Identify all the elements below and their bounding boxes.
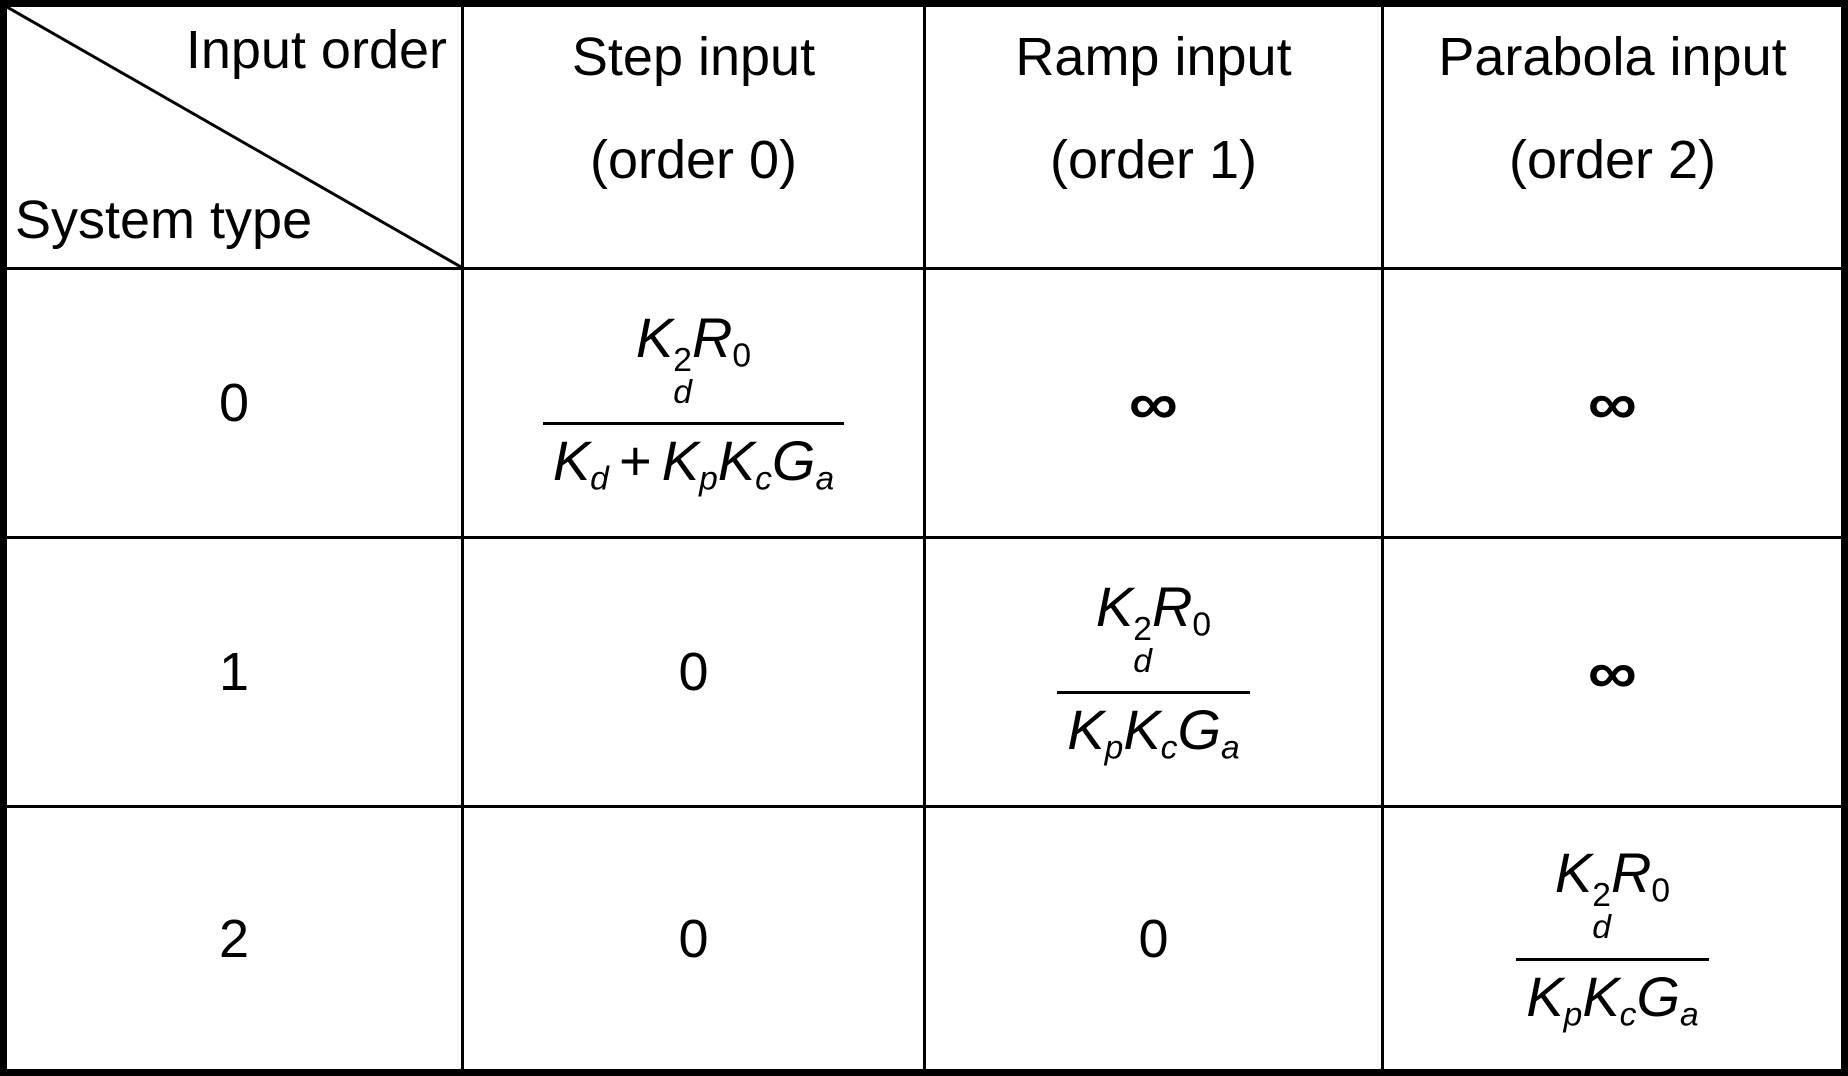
math-symbol: R0 bbox=[1151, 574, 1212, 643]
row-label-system-type-1: 1 bbox=[7, 539, 464, 808]
column-header-step-input: Step input (order 0) bbox=[464, 7, 926, 270]
column-subtitle: (order 0) bbox=[589, 129, 798, 190]
column-subtitle: (order 2) bbox=[1508, 129, 1717, 190]
fraction-denominator: Kd+KpKcGa bbox=[547, 433, 840, 496]
diagonal-divider-line bbox=[7, 7, 461, 267]
corner-header-cell: Input order System type bbox=[7, 7, 464, 270]
math-symbol: R0 bbox=[1610, 841, 1671, 910]
corner-bottom-label: System type bbox=[15, 190, 313, 250]
math-symbol: Kc bbox=[1123, 698, 1178, 767]
math-symbol: Kp bbox=[1526, 964, 1583, 1034]
fraction-denominator: KpKcGa bbox=[1061, 702, 1245, 765]
fraction-bar bbox=[1516, 957, 1709, 961]
row-label-system-type-0: 0 bbox=[7, 270, 464, 539]
math-symbol: Kc bbox=[717, 429, 772, 498]
cell-type2-step: 0 bbox=[464, 808, 926, 1069]
column-title: Step input bbox=[571, 27, 816, 87]
cell-type2-ramp: 0 bbox=[926, 808, 1384, 1069]
zero-value: 0 bbox=[678, 908, 709, 969]
infinity-value: ∞ bbox=[1128, 369, 1179, 437]
cell-type1-parabola: ∞ bbox=[1384, 539, 1841, 808]
infinity-value: ∞ bbox=[1587, 638, 1638, 706]
cell-type0-parabola: ∞ bbox=[1384, 270, 1841, 539]
column-title: Ramp input bbox=[1015, 27, 1292, 87]
column-header-ramp-input: Ramp input (order 1) bbox=[926, 7, 1384, 270]
math-symbol: Ga bbox=[1177, 698, 1240, 767]
math-symbol: Ga bbox=[771, 429, 835, 498]
cell-type1-step: 0 bbox=[464, 539, 926, 808]
math-symbol: Kc bbox=[1582, 964, 1637, 1034]
infinity-value: ∞ bbox=[1587, 369, 1638, 437]
column-subtitle: (order 1) bbox=[1049, 129, 1258, 190]
row-label-system-type-2: 2 bbox=[7, 808, 464, 1069]
cell-type0-ramp: ∞ bbox=[926, 270, 1384, 539]
fraction-bar bbox=[542, 422, 845, 426]
operator: + bbox=[618, 429, 652, 493]
math-symbol: Kd bbox=[552, 429, 609, 498]
math-symbol: R0 bbox=[691, 305, 752, 374]
fraction-denominator: KpKcGa bbox=[1520, 968, 1704, 1032]
math-symbol: Kp bbox=[1067, 698, 1124, 767]
column-title: Parabola input bbox=[1438, 27, 1787, 87]
math-symbol: Kp bbox=[661, 429, 718, 498]
corner-top-label: Input order bbox=[185, 20, 447, 80]
zero-value: 0 bbox=[678, 642, 709, 702]
column-header-parabola-input: Parabola input (order 2) bbox=[1384, 7, 1841, 270]
zero-value: 0 bbox=[1138, 908, 1169, 969]
math-symbol: Ga bbox=[1636, 964, 1699, 1034]
fraction-bar bbox=[1057, 691, 1250, 695]
